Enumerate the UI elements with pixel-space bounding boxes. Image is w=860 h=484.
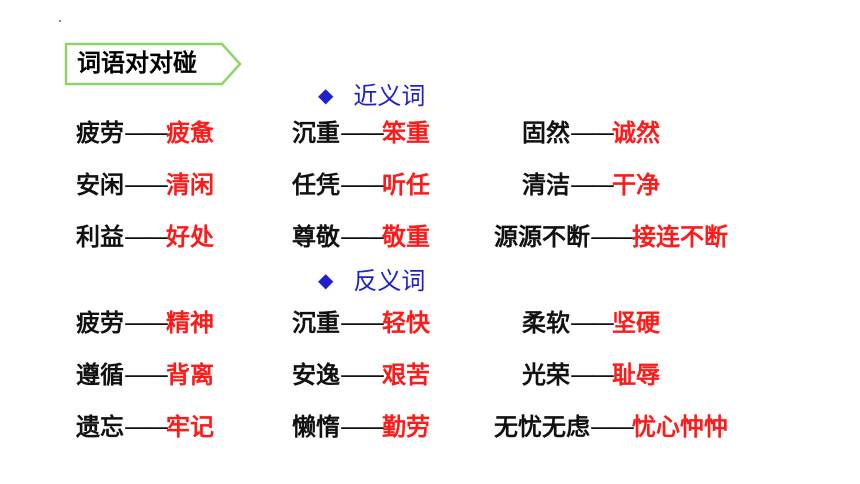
answer: 精神 <box>166 309 214 337</box>
antonym-label: 反义词 <box>353 267 426 295</box>
word: 任凭 <box>292 171 340 199</box>
word: 清洁 <box>522 171 570 199</box>
dash: —— <box>124 361 169 389</box>
word: 疲劳 <box>76 119 124 147</box>
decor-dot <box>59 20 61 22</box>
antonym-pair: 柔软——坚硬 <box>522 306 660 340</box>
synonym-pair: 源源不断——接连不断 <box>494 220 728 254</box>
word: 遵循 <box>76 361 124 389</box>
answer: 背离 <box>166 361 214 389</box>
dash: —— <box>340 223 385 251</box>
word: 无忧无虑 <box>494 413 590 441</box>
word: 懒惰 <box>292 413 340 441</box>
word: 柔软 <box>522 309 570 337</box>
dash: —— <box>590 223 635 251</box>
dash: —— <box>124 223 169 251</box>
answer: 轻快 <box>382 309 430 337</box>
antonym-pair: 光荣——耻辱 <box>522 358 660 392</box>
dash: —— <box>124 119 169 147</box>
dash: —— <box>340 119 385 147</box>
answer: 艰苦 <box>382 361 430 389</box>
dash: —— <box>124 413 169 441</box>
answer: 听任 <box>382 171 430 199</box>
dash: —— <box>570 119 615 147</box>
word: 遗忘 <box>76 413 124 441</box>
answer: 诚然 <box>612 119 660 147</box>
antonym-pair: 遗忘——牢记 <box>76 410 214 444</box>
word: 光荣 <box>522 361 570 389</box>
answer: 勤劳 <box>382 413 430 441</box>
dash: —— <box>570 309 615 337</box>
synonym-heading: ◆ 近义词 <box>318 80 425 113</box>
answer: 干净 <box>612 171 660 199</box>
synonym-pair: 任凭——听任 <box>292 168 430 202</box>
synonym-pair: 沉重——笨重 <box>292 116 430 150</box>
dash: —— <box>340 309 385 337</box>
word: 疲劳 <box>76 309 124 337</box>
answer: 忧心忡忡 <box>632 413 728 441</box>
title-tag: 词语对对碰 <box>64 40 244 88</box>
synonym-pair: 安闲——清闲 <box>76 168 214 202</box>
word: 利益 <box>76 223 124 251</box>
answer: 坚硬 <box>612 309 660 337</box>
word: 安逸 <box>292 361 340 389</box>
tag-arrow-shape <box>64 42 242 86</box>
answer: 耻辱 <box>612 361 660 389</box>
antonym-pair: 懒惰——勤劳 <box>292 410 430 444</box>
answer: 笨重 <box>382 119 430 147</box>
antonym-pair: 遵循——背离 <box>76 358 214 392</box>
antonym-pair: 安逸——艰苦 <box>292 358 430 392</box>
word: 尊敬 <box>292 223 340 251</box>
dash: —— <box>570 171 615 199</box>
word: 固然 <box>522 119 570 147</box>
dash: —— <box>340 361 385 389</box>
dash: —— <box>340 171 385 199</box>
answer: 敬重 <box>382 223 430 251</box>
synonym-label: 近义词 <box>353 82 426 110</box>
answer: 疲惫 <box>166 119 214 147</box>
diamond-icon: ◆ <box>318 268 334 292</box>
dash: —— <box>570 361 615 389</box>
synonym-pair: 利益——好处 <box>76 220 214 254</box>
dash: —— <box>124 171 169 199</box>
dash: —— <box>590 413 635 441</box>
antonym-pair: 疲劳——精神 <box>76 306 214 340</box>
dash: —— <box>340 413 385 441</box>
synonym-pair: 疲劳——疲惫 <box>76 116 214 150</box>
synonym-pair: 固然——诚然 <box>522 116 660 150</box>
word: 沉重 <box>292 119 340 147</box>
answer: 牢记 <box>166 413 214 441</box>
synonym-pair: 尊敬——敬重 <box>292 220 430 254</box>
page-title: 词语对对碰 <box>77 49 197 77</box>
dash: —— <box>124 309 169 337</box>
word: 沉重 <box>292 309 340 337</box>
antonym-pair: 沉重——轻快 <box>292 306 430 340</box>
answer: 好处 <box>166 223 214 251</box>
answer: 接连不断 <box>632 223 728 251</box>
diamond-icon: ◆ <box>318 83 334 107</box>
antonym-heading: ◆ 反义词 <box>318 265 425 298</box>
word: 源源不断 <box>494 223 590 251</box>
word: 安闲 <box>76 171 124 199</box>
antonym-pair: 无忧无虑——忧心忡忡 <box>494 410 728 444</box>
synonym-pair: 清洁——干净 <box>522 168 660 202</box>
answer: 清闲 <box>166 171 214 199</box>
